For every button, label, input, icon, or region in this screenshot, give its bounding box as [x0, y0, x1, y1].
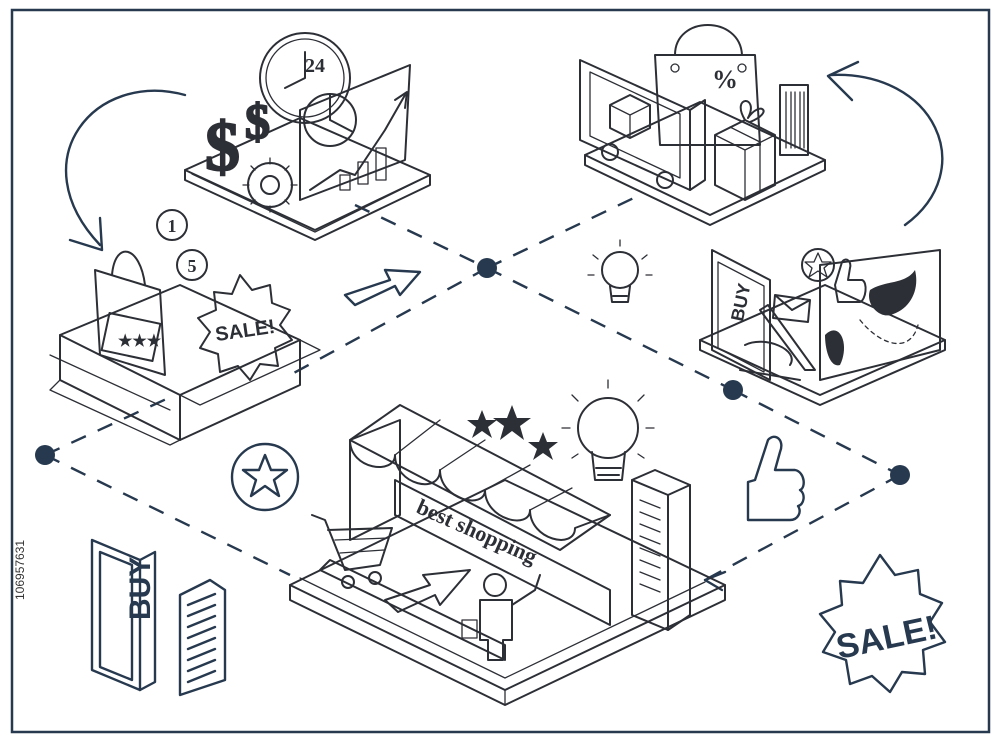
building-icon: [631, 469, 691, 631]
buy-sign-left-label: BUY: [124, 557, 157, 620]
store-icon: best shopping: [289, 379, 726, 706]
rating-stars-icon: [467, 405, 558, 460]
buy-sign-icon: BUY: [90, 538, 157, 692]
shopper-figure-icon: [461, 573, 541, 661]
cycle-arrow-right-icon: [826, 60, 944, 227]
cycle-arrow-left-icon: [64, 89, 187, 252]
path-arrowhead-icon: [703, 570, 727, 592]
sale-badge-box-label: SALE!: [214, 316, 276, 346]
coin-1-label: 1: [168, 216, 177, 236]
percent-label: %: [712, 65, 738, 94]
path-nodes: [35, 258, 910, 485]
delivery-truck-icon: %: [579, 24, 826, 226]
frame-border: [10, 8, 991, 734]
dash-left-to-box: [44, 393, 176, 457]
sale-badge-icon: SALE!: [818, 553, 947, 694]
node-right: [890, 465, 910, 485]
sale-badge-box-icon: [197, 274, 293, 381]
shopping-box-icon: ★★★ 1 5 SALE!: [49, 209, 321, 446]
finance-icon: 24 $ $: [184, 32, 431, 241]
dash-right-to-store: [704, 473, 901, 582]
coin-2-label: 5: [188, 256, 197, 276]
lightbulb-large-icon: [561, 379, 655, 481]
dash-finance-to-hub: [354, 203, 488, 270]
svg-text:$: $: [205, 109, 240, 186]
dashed-paths: [44, 193, 901, 582]
dash-map-node-to-right: [732, 388, 901, 477]
node-left: [35, 445, 55, 465]
dash-hub-to-delivery: [486, 193, 641, 270]
svg-text:★★★: ★★★: [118, 333, 162, 350]
dash-left-to-store: [44, 453, 291, 577]
dash-hub-to-box: [289, 266, 488, 377]
thumbs-up-icon: [746, 435, 805, 522]
lightbulb-small-icon: [587, 239, 653, 303]
star-circle-icon: [230, 442, 300, 512]
node-hub: [477, 258, 497, 278]
cart-icon: [311, 514, 393, 589]
stock-id-label: 106957631: [13, 540, 27, 600]
map-icon: BUY: [699, 248, 946, 406]
svg-text:$: $: [245, 93, 270, 149]
forward-arrow-icon: [343, 268, 422, 307]
document-icon: [178, 578, 227, 697]
clock-hours-label: 24: [305, 55, 325, 77]
node-map: [723, 380, 743, 400]
store-arrow-icon: [384, 569, 471, 613]
